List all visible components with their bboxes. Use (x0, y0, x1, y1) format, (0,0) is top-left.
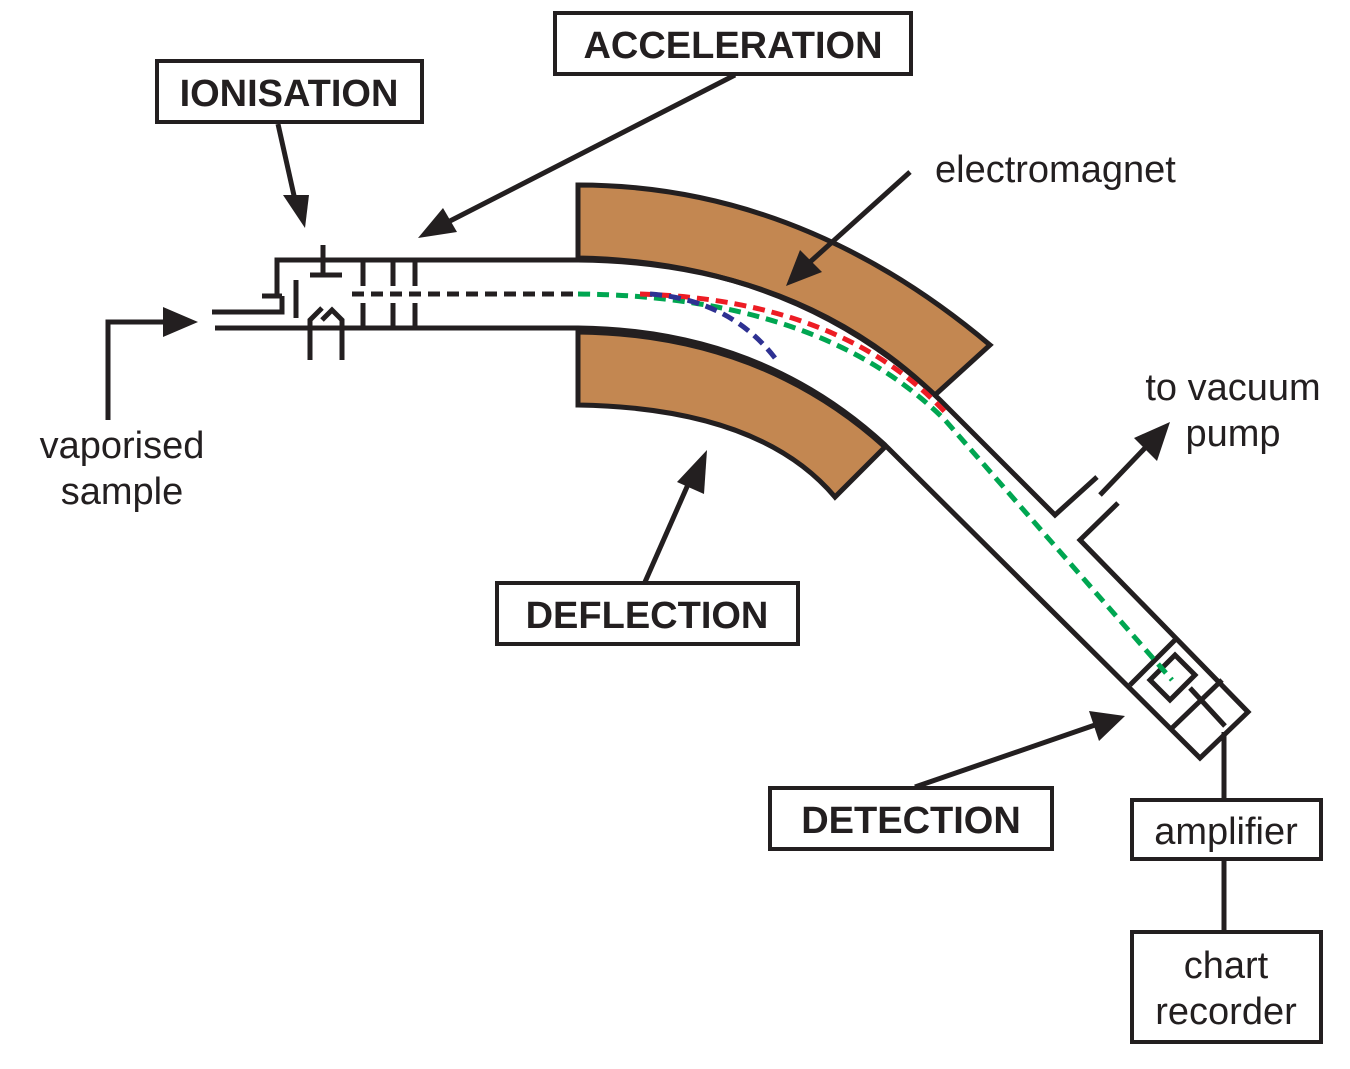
svg-text:DETECTION: DETECTION (801, 800, 1021, 842)
amplifier-box: amplifier (1130, 798, 1323, 861)
electromagnet-lower (575, 329, 889, 501)
label-detection: DETECTION (768, 786, 1054, 851)
svg-text:amplifier: amplifier (1154, 811, 1298, 853)
chart-recorder-box: chart recorder (1130, 930, 1323, 1044)
ion-beam-green (577, 291, 1174, 682)
label-acceleration: ACCELERATION (553, 11, 913, 76)
label-sample-1: vaporised (40, 425, 205, 467)
label-deflection: DEFLECTION (495, 581, 800, 646)
svg-text:DEFLECTION: DEFLECTION (526, 595, 769, 637)
svg-text:IONISATION: IONISATION (180, 73, 399, 115)
label-ionisation: IONISATION (155, 59, 424, 124)
label-vacuum-2: pump (1185, 413, 1280, 455)
pointer-arrows (105, 72, 1170, 790)
flight-tube (212, 245, 1252, 932)
label-vacuum-1: to vacuum (1145, 367, 1320, 409)
label-sample-2: sample (61, 471, 184, 513)
ion-beam-red (639, 291, 947, 414)
label-electromagnet: electromagnet (935, 149, 1176, 191)
svg-text:ACCELERATION: ACCELERATION (583, 25, 882, 67)
svg-text:chart: chart (1184, 945, 1269, 987)
svg-text:recorder: recorder (1155, 991, 1297, 1033)
